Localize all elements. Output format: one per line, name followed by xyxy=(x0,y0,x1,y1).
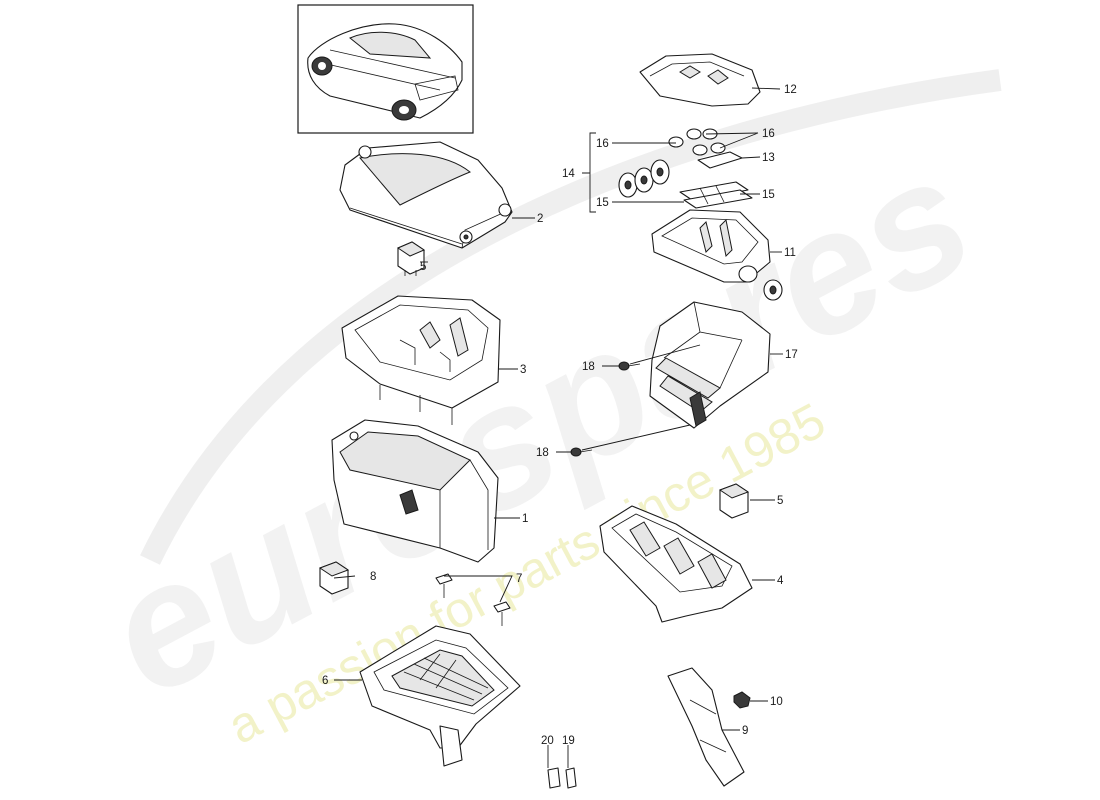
callout-10: 10 xyxy=(770,696,783,708)
part-19-20-fuses xyxy=(547,767,577,789)
callout-14: 14 xyxy=(562,168,575,180)
part-5-relay-lower xyxy=(718,483,750,519)
part-7-screws xyxy=(435,573,511,626)
callout-15-left: 15 xyxy=(596,197,609,209)
callout-6: 6 xyxy=(322,675,328,687)
callout-9: 9 xyxy=(742,725,748,737)
callout-20: 20 xyxy=(541,735,554,747)
callout-11: 11 xyxy=(784,247,796,259)
part-10-nut xyxy=(733,691,751,709)
callout-18-lower: 18 xyxy=(536,447,549,459)
callout-7: 7 xyxy=(516,573,522,585)
callout-13: 13 xyxy=(762,152,775,164)
leader-lines xyxy=(333,87,783,768)
part-2-cover xyxy=(339,141,513,249)
part-4-relay-carrier xyxy=(599,505,753,623)
callout-3: 3 xyxy=(520,364,526,376)
callout-1: 1 xyxy=(522,513,528,525)
car-icon xyxy=(307,23,463,121)
callout-5-upper: 5 xyxy=(420,261,426,273)
part-14-grommets xyxy=(618,159,670,198)
callout-16-right: 16 xyxy=(762,128,775,140)
part-1-housing xyxy=(331,419,499,563)
callout-8: 8 xyxy=(370,571,376,583)
callout-2: 2 xyxy=(537,213,543,225)
callout-16-left: 16 xyxy=(596,138,609,150)
callout-4: 4 xyxy=(777,575,784,587)
callout-15-right: 15 xyxy=(762,189,775,201)
callout-18-upper: 18 xyxy=(582,361,595,373)
part-5-relay-upper xyxy=(396,241,426,276)
watermark: eurospares a passion for parts since 198… xyxy=(76,69,1002,755)
part-11-distributor xyxy=(651,209,783,301)
part-16-seals xyxy=(668,128,726,156)
callout-5-lower: 5 xyxy=(777,495,783,507)
part-15-seal-mats xyxy=(679,181,753,209)
part-9-bracket xyxy=(667,667,745,787)
part-17-holder xyxy=(649,301,771,429)
callouts: 1 2 3 4 5 5 6 7 8 9 10 11 12 13 14 15 15… xyxy=(322,84,798,747)
callout-19: 19 xyxy=(562,735,575,747)
callout-17: 17 xyxy=(785,349,798,361)
vehicle-thumbnail xyxy=(297,4,474,134)
part-12-top-cover xyxy=(639,53,761,107)
callout-12: 12 xyxy=(784,84,797,96)
part-6-fuse-carrier xyxy=(359,625,521,767)
part-3-carrier-frame xyxy=(341,295,501,425)
